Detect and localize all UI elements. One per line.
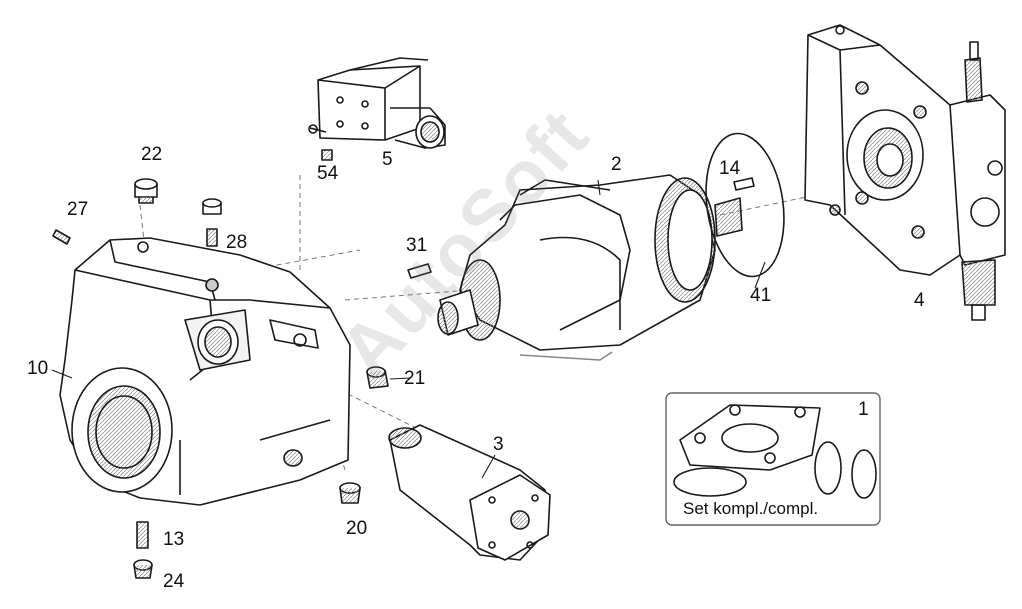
- callout-22: 22: [141, 144, 163, 165]
- pin-part-31: [407, 263, 432, 279]
- housing-part-10: [59, 237, 351, 506]
- callout-28: 28: [226, 232, 248, 253]
- plug-part-24: [133, 559, 153, 579]
- callout-27: 27: [67, 199, 89, 220]
- valve-block-part-5: [308, 57, 446, 149]
- cylinder-part-3: [388, 424, 551, 561]
- callout-4: 4: [914, 290, 925, 311]
- port-plate-part-4: [804, 24, 1006, 321]
- callout-31: 31: [406, 235, 428, 256]
- callout-14: 14: [719, 158, 741, 179]
- pin-part-14: [733, 177, 755, 191]
- callout-13: 13: [163, 529, 185, 550]
- callout-3: 3: [493, 434, 504, 455]
- callout-10: 10: [27, 358, 49, 379]
- callout-41: 41: [750, 285, 772, 306]
- pin-part-13: [136, 521, 149, 549]
- callout-24: 24: [163, 571, 185, 592]
- callout-5: 5: [382, 149, 393, 170]
- callout-2: 2: [611, 154, 622, 175]
- plug-part-22: [134, 178, 158, 204]
- o-ring-part-41: [705, 132, 785, 278]
- plug-part-20: [339, 482, 361, 504]
- screw-part-27: [52, 229, 71, 245]
- seal-kit-box: [665, 392, 881, 526]
- plug-part-28: [202, 198, 222, 247]
- leader-lines: [51, 179, 766, 479]
- callout-21: 21: [404, 368, 426, 389]
- set-kit-caption: Set kompl./compl.: [683, 499, 819, 518]
- callout-1: 1: [858, 399, 869, 420]
- plug-part-21: [366, 366, 389, 389]
- callout-54: 54: [317, 163, 339, 184]
- screw-part-54: [321, 149, 333, 161]
- callout-20: 20: [346, 518, 368, 539]
- rotary-group-part-2: [437, 174, 743, 361]
